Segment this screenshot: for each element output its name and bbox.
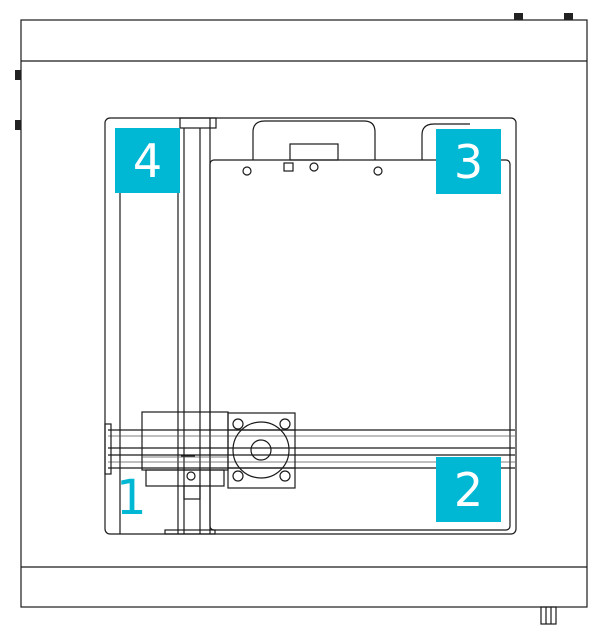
top-knob [564,13,573,20]
callout-1: 1 [116,470,147,526]
inner-frame [104,117,517,535]
callout-label: 3 [453,134,484,189]
callout-label: 4 [132,133,163,188]
side-knob [15,120,21,130]
fan [227,412,296,489]
bottom-connector [540,606,557,625]
outer-frame [20,19,588,608]
top-knob [514,13,523,20]
side-knob [15,70,21,80]
callout-2: 2 [436,457,501,522]
callout-label: 1 [116,470,147,526]
back-bracket [252,120,376,160]
y-axis-rail [119,117,217,535]
back-bracket [421,123,470,160]
callout-3: 3 [436,129,501,194]
bed-screws [242,162,383,176]
callout-4: 4 [115,128,180,193]
connector-bracket [289,143,339,161]
callout-label: 2 [453,462,484,517]
